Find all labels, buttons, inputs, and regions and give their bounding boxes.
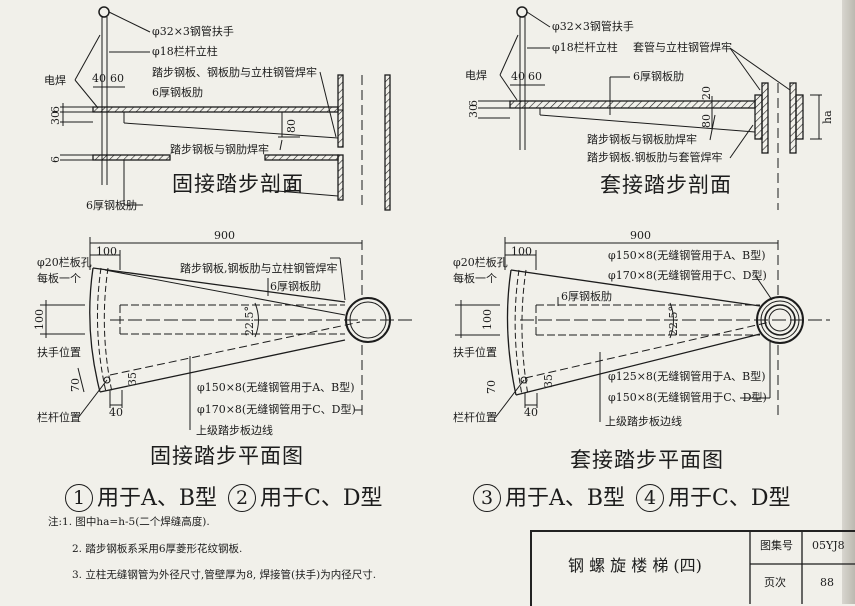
dim-6: 6 — [49, 106, 62, 113]
note-3: 3. 立柱无缝钢管为外径尺寸,管壁厚为8, 焊接管(扶手)为内径尺寸. — [72, 569, 377, 581]
sleeve-cd-label: φ150×8(无缝钢管用于C、D型) — [608, 391, 767, 404]
pipe-cd-label: φ170×8(无缝钢管用于C、D型) — [608, 269, 767, 282]
note-1: 注:1. 图中ha=h-5(二个焊缝高度). — [48, 516, 210, 528]
title-block-lines — [749, 530, 855, 604]
dim-100: 100 — [511, 245, 532, 258]
dim-900: 900 — [214, 229, 235, 242]
dim-60: 60 — [528, 70, 542, 83]
baluster-pos-label: 栏杆位置 — [37, 411, 81, 424]
sleeve-ab-label: φ125×8(无缝钢管用于A、B型) — [608, 370, 766, 383]
weld-label: 电焊 — [465, 69, 487, 82]
rib-label: 6厚钢板肋 — [270, 280, 321, 293]
angle-label: 22.5° — [243, 306, 256, 336]
hole-each-label: 每板一个 — [37, 272, 81, 285]
hole-each-label: 每板一个 — [453, 272, 497, 285]
detail-number-1: 1 — [65, 484, 93, 512]
usage-3-text: 用于A、B型 — [505, 486, 626, 511]
weld-sleeve-post-label: 套管与立柱钢管焊牢 — [633, 41, 732, 54]
page-value: 88 — [820, 576, 834, 589]
sleeve-plan-title: 套接踏步平面图 — [570, 448, 724, 472]
title-block — [530, 530, 855, 606]
dim-70: 70 — [69, 378, 82, 392]
note-2: 2. 踏步钢板系采用6厚菱形花纹钢板. — [72, 543, 243, 555]
dim-900: 900 — [630, 229, 651, 242]
baluster-pos-label: 栏杆位置 — [453, 411, 497, 424]
post-label: φ18栏杆立柱 — [552, 41, 618, 54]
weld-sleeve-label: 踏步钢板.钢板肋与套管焊牢 — [587, 151, 723, 164]
dim-40: 40 — [524, 406, 538, 419]
fixed-plan-drawing — [40, 237, 415, 430]
pipe-ab-label: φ150×8(无缝钢管用于A、B型) — [197, 381, 355, 394]
rib-bottom-label: 6厚钢板肋 — [86, 199, 137, 212]
sleeve-section-title: 套接踏步剖面 — [600, 173, 732, 197]
weld-post-label: 踏步钢板,钢板肋与立柱钢管焊牢 — [180, 262, 338, 275]
weld-label: 电焊 — [44, 74, 66, 87]
hole-label: φ20栏板孔 — [453, 256, 508, 269]
usage-1-text: 用于A、B型 — [97, 486, 218, 511]
post-label: φ18栏杆立柱 — [152, 45, 218, 58]
dim-70: 70 — [485, 380, 498, 394]
fixed-section-drawing — [60, 6, 391, 211]
angle-label: 22.5° — [667, 306, 680, 336]
weld-rib-label: 踏步钢板与钢板肋焊牢 — [587, 133, 697, 146]
weld-rib-label: 踏步钢板与钢肋焊牢 — [170, 143, 269, 156]
dim-100: 100 — [96, 245, 117, 258]
pipe-ab-label: φ150×8(无缝钢管用于A、B型) — [608, 249, 766, 262]
dim-6: 6 — [467, 100, 480, 107]
upper-edge-label: 上级踏步板边线 — [605, 415, 682, 428]
fixed-plan-title: 固接踏步平面图 — [150, 444, 304, 468]
pipe-cd-label: φ170×8(无缝钢管用于C、D型) — [197, 403, 356, 416]
atlas-label: 图集号 — [760, 539, 793, 552]
fixed-section-title: 固接踏步剖面 — [172, 172, 304, 196]
detail-number-4: 4 — [636, 484, 664, 512]
dim-20: 20 — [700, 86, 713, 100]
atlas-value: 05YJ8 — [812, 539, 845, 552]
dim-6b: 6 — [49, 156, 62, 163]
upper-edge-label: 上级踏步板边线 — [196, 424, 273, 437]
dim-100b: 100 — [33, 309, 46, 330]
handrail-pos-label: 扶手位置 — [453, 346, 497, 359]
handrail-circle — [98, 6, 110, 18]
detail-number-3: 3 — [473, 484, 501, 512]
page-edge — [842, 0, 855, 604]
dim-ha: ha — [821, 110, 834, 124]
weld-post-label: 踏步钢板、钢板肋与立柱钢管焊牢 — [152, 66, 317, 79]
sleeve-section-drawing — [478, 6, 822, 210]
handrail-label: φ32×3钢管扶手 — [152, 25, 234, 38]
dim-30: 30 — [49, 111, 62, 125]
handrail-pos-label: 扶手位置 — [37, 346, 81, 359]
handrail-label: φ32×3钢管扶手 — [552, 20, 634, 33]
rib-label: 6厚钢板肋 — [633, 70, 684, 83]
dim-100b: 100 — [481, 309, 494, 330]
sleeve-plan-drawing — [455, 237, 830, 422]
detail-number-2: 2 — [228, 484, 256, 512]
page-label: 页次 — [764, 576, 786, 589]
dim-60: 60 — [110, 72, 124, 85]
hole-label: φ20栏板孔 — [37, 256, 92, 269]
dim-80: 80 — [285, 119, 298, 133]
rib-label: 6厚钢板肋 — [561, 290, 612, 303]
usage-4-text: 用于C、D型 — [668, 486, 791, 511]
drawing-title: 钢 螺 旋 楼 梯 (四) — [568, 556, 702, 575]
dim-35: 35 — [126, 372, 139, 386]
usage-2-text: 用于C、D型 — [260, 486, 383, 511]
dim-40: 40 — [511, 70, 525, 83]
dim-40: 40 — [109, 406, 123, 419]
rib-label: 6厚钢板肋 — [152, 86, 203, 99]
dim-40: 40 — [92, 72, 106, 85]
dim-35: 35 — [542, 374, 555, 388]
dim-80: 80 — [700, 114, 713, 128]
